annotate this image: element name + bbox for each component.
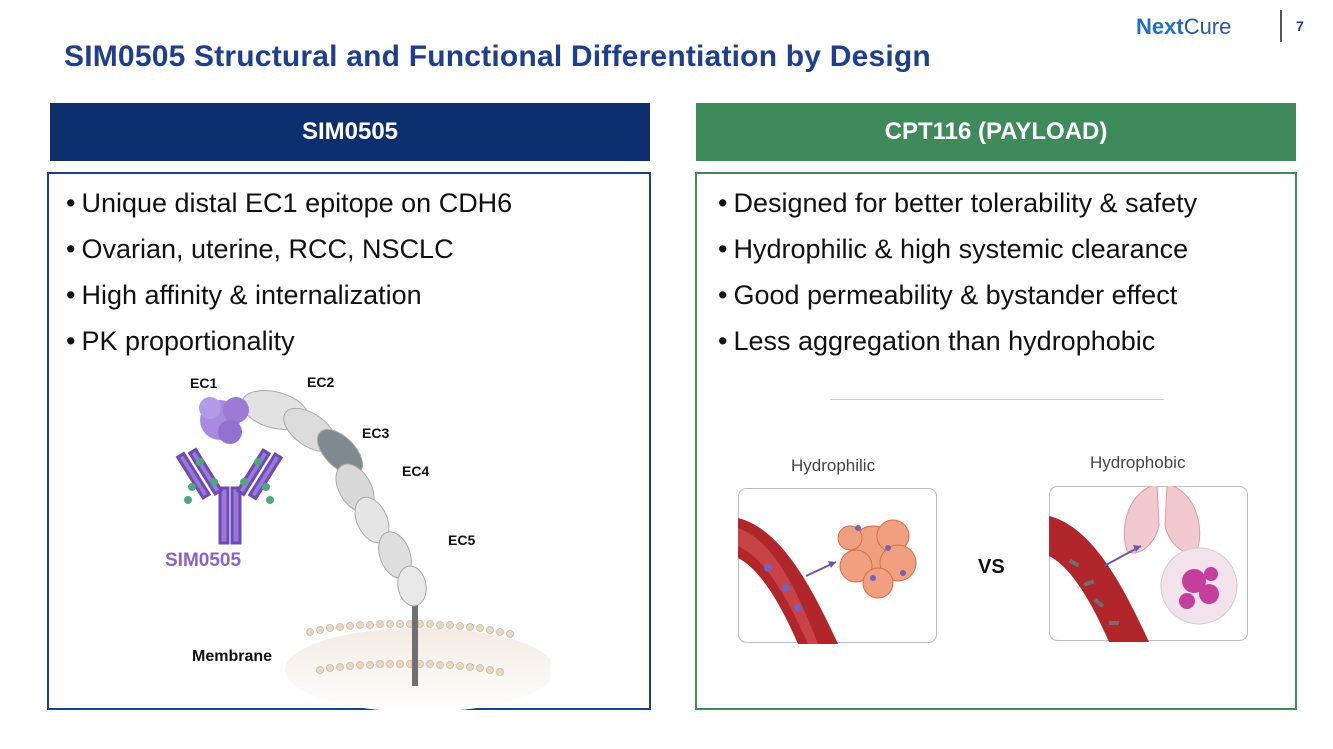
ec1-domain (199, 397, 249, 444)
brand-name-part1: Next (1136, 14, 1184, 39)
label-ec5: EC5 (448, 532, 476, 548)
label-ec3: EC3 (362, 425, 390, 441)
bullet-item: •High affinity & internalization (66, 280, 422, 310)
payload-beads (184, 458, 274, 504)
label-antibody: SIM0505 (165, 550, 242, 571)
antibody-icon (175, 447, 284, 545)
left-section-header: SIM0505 (50, 103, 650, 161)
label-vs: VS (978, 556, 1005, 578)
bullet-item: •Designed for better tolerability & safe… (718, 188, 1198, 218)
brand-separator (1280, 10, 1282, 42)
bullet-item: •Good permeability & bystander effect (718, 280, 1178, 310)
left-bullet-list: •Unique distal EC1 epitope on CDH6 •Ovar… (66, 180, 512, 364)
membrane-illustration (285, 600, 550, 710)
brand-name-part2: Cure (1183, 14, 1232, 39)
label-membrane: Membrane (192, 648, 273, 665)
bullet-item: •Hydrophilic & high systemic clearance (718, 234, 1189, 264)
bullet-item: •Unique distal EC1 epitope on CDH6 (66, 188, 513, 218)
right-panel (695, 172, 1297, 710)
page-number: 7 (1296, 18, 1304, 34)
cdh6-protein (241, 390, 427, 607)
brand-logo: NextCure (1136, 14, 1231, 40)
label-ec4: EC4 (402, 463, 430, 479)
hydrophobic-illustration (1049, 486, 1248, 642)
bullet-item: •PK proportionality (66, 326, 295, 356)
cdh6-structure-illustration (175, 390, 550, 710)
section-divider (830, 399, 1164, 400)
right-section-header: CPT116 (PAYLOAD) (696, 103, 1296, 161)
label-ec1: EC1 (190, 375, 218, 391)
bullet-item: •Less aggregation than hydrophobic (718, 326, 1156, 356)
bullet-item: •Ovarian, uterine, RCC, NSCLC (66, 234, 454, 264)
label-hydrophobic: Hydrophobic (1090, 453, 1186, 472)
left-panel (47, 172, 651, 710)
slide-title: SIM0505 Structural and Functional Differ… (64, 40, 931, 73)
right-bullet-list: •Designed for better tolerability & safe… (718, 180, 1197, 364)
hydrophilic-illustration (738, 488, 937, 644)
label-ec2: EC2 (307, 374, 335, 390)
label-hydrophilic: Hydrophilic (791, 456, 876, 475)
